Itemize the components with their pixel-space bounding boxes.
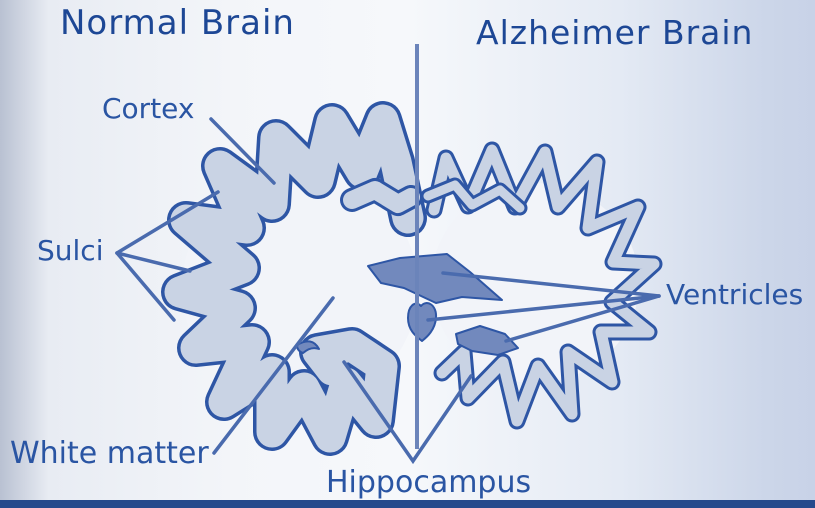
- sulci-pointer-line-3: [115, 251, 176, 322]
- cortex-alzheimer: [420, 141, 663, 430]
- cortex-normal: [161, 101, 427, 456]
- white-matter-pointer-line: [212, 296, 335, 455]
- lateral-ventricle: [367, 253, 503, 304]
- hippocampus-normal-shape: [296, 340, 320, 354]
- temporal-horn-ventricle: [455, 325, 519, 356]
- hippocampus-pointer-lines: [342, 360, 473, 465]
- sulci-pointer-line-1: [115, 190, 220, 255]
- sulci-pointer-line-2: [115, 251, 192, 273]
- normal-brain-title: Normal Brain: [60, 3, 295, 43]
- ventricles-pointer-line-3: [504, 294, 661, 343]
- sulci-label: Sulci: [37, 234, 104, 267]
- white-matter-label: White matter: [10, 436, 209, 471]
- cortex-pointer-line: [209, 117, 276, 185]
- ventricles-pointer-line-2: [426, 294, 661, 322]
- ventricles-pointer-line-1: [441, 271, 661, 298]
- pointer-lines: [115, 117, 661, 465]
- ventricles-label: Ventricles: [666, 278, 804, 311]
- hippocampus-label: Hippocampus: [326, 465, 532, 500]
- cortex-label: Cortex: [102, 92, 195, 125]
- bottom-border-bar: [0, 500, 815, 508]
- alzheimer-brain-title: Alzheimer Brain: [476, 13, 754, 52]
- third-ventricle: [407, 302, 438, 342]
